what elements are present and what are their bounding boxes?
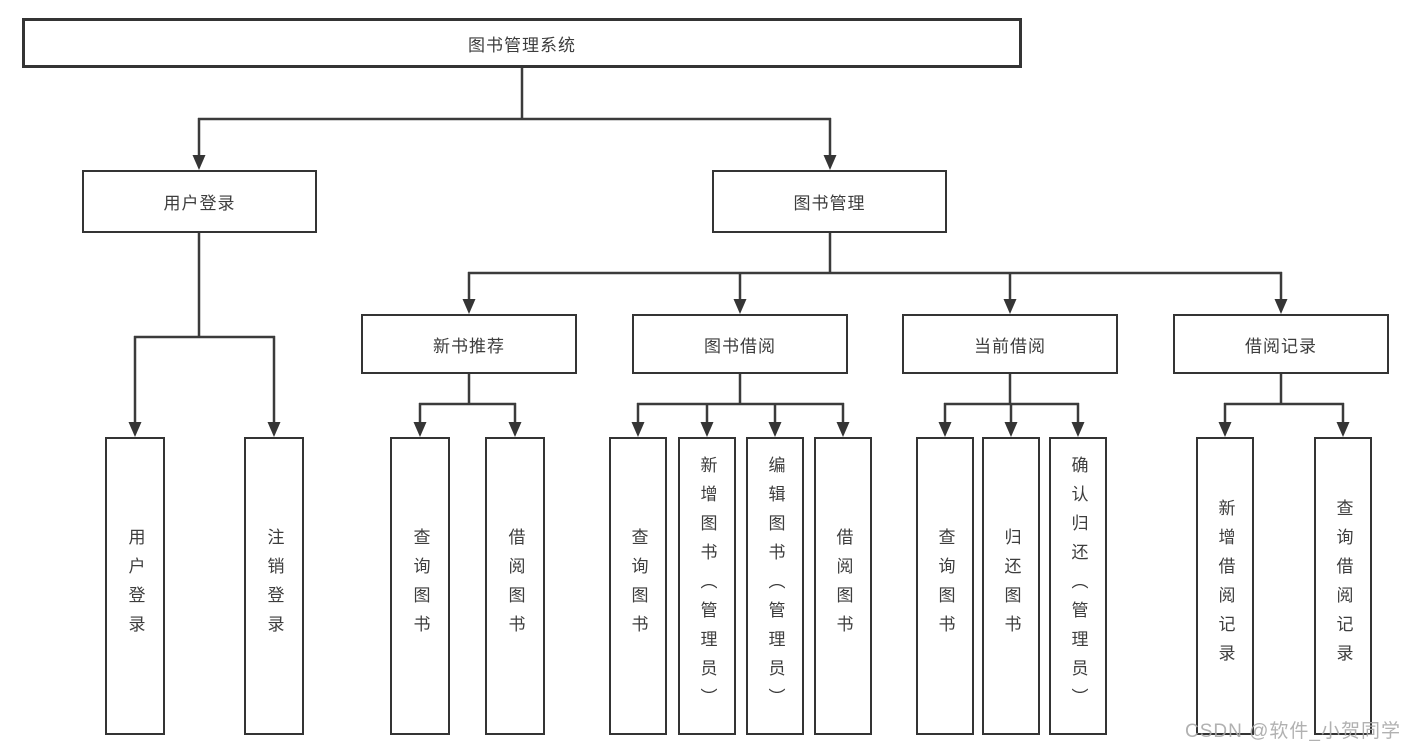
leaf-user-login-label: 用户登录 [125, 528, 145, 644]
node-root: 图书管理系统 [22, 18, 1022, 68]
leaf-query-borrow-record-label: 查询借阅记录 [1333, 499, 1353, 673]
leaf-query-book-1: 查询图书 [390, 437, 450, 735]
leaf-query-book-3-label: 查询图书 [935, 528, 955, 644]
leaf-query-book-2: 查询图书 [609, 437, 667, 735]
connector-user-login-children [128, 233, 281, 437]
leaf-add-book-admin-label: 新增图书（管理员） [697, 455, 717, 717]
connector-root-to-level2 [192, 68, 837, 170]
leaf-user-login: 用户登录 [105, 437, 165, 735]
leaf-confirm-return-admin-label: 确认归还（管理员） [1068, 455, 1088, 717]
node-book-mgmt-label: 图书管理 [793, 194, 866, 213]
node-root-label: 图书管理系统 [468, 35, 576, 55]
leaf-query-borrow-record: 查询借阅记录 [1314, 437, 1372, 735]
leaf-borrow-book-1: 借阅图书 [485, 437, 545, 735]
leaf-return-book-label: 归还图书 [1001, 528, 1021, 644]
leaf-logout: 注销登录 [244, 437, 304, 735]
node-new-book-recommend: 新书推荐 [361, 314, 577, 374]
leaf-add-book-admin: 新增图书（管理员） [678, 437, 736, 735]
leaf-logout-label: 注销登录 [264, 528, 284, 644]
leaf-add-borrow-record-label: 新增借阅记录 [1215, 499, 1235, 673]
watermark: CSDN @软件_小贺同学 [1185, 721, 1401, 742]
leaf-borrow-book-1-label: 借阅图书 [505, 528, 525, 644]
leaf-confirm-return-admin: 确认归还（管理员） [1049, 437, 1107, 735]
connector-current-borrow-children [938, 374, 1085, 437]
node-current-borrow: 当前借阅 [902, 314, 1118, 374]
node-book-borrow: 图书借阅 [632, 314, 848, 374]
leaf-borrow-book-2: 借阅图书 [814, 437, 872, 735]
node-book-borrow-label: 图书借阅 [704, 336, 776, 356]
leaf-return-book: 归还图书 [982, 437, 1040, 735]
connector-book-borrow-children [631, 374, 850, 437]
node-current-borrow-label: 当前借阅 [974, 336, 1046, 356]
node-borrow-record-label: 借阅记录 [1245, 336, 1317, 356]
leaf-edit-book-admin-label: 编辑图书（管理员） [765, 455, 785, 717]
node-book-mgmt: 图书管理 [712, 170, 947, 233]
leaf-query-book-1-label: 查询图书 [410, 528, 430, 644]
leaf-add-borrow-record: 新增借阅记录 [1196, 437, 1254, 735]
leaf-query-book-2-label: 查询图书 [628, 528, 648, 644]
node-user-login-label: 用户登录 [163, 194, 236, 213]
connector-borrow-record-children [1218, 374, 1350, 437]
node-user-login: 用户登录 [82, 170, 317, 233]
connector-new-book-children [413, 374, 522, 437]
connector-book-mgmt-children [462, 233, 1288, 314]
leaf-query-book-3: 查询图书 [916, 437, 974, 735]
leaf-borrow-book-2-label: 借阅图书 [833, 528, 853, 644]
node-new-book-recommend-label: 新书推荐 [433, 336, 505, 356]
node-borrow-record: 借阅记录 [1173, 314, 1389, 374]
leaf-edit-book-admin: 编辑图书（管理员） [746, 437, 804, 735]
